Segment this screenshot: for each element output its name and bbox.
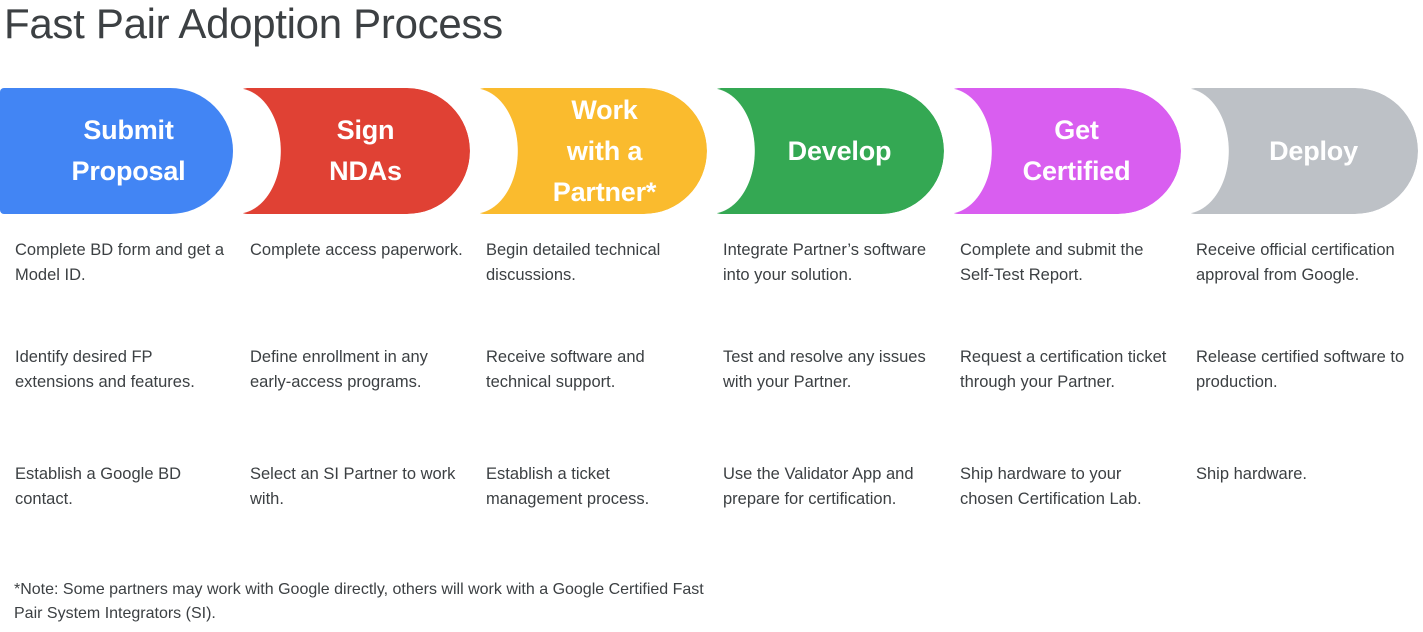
list-item: Test and resolve any issues with your Pa… bbox=[723, 345, 938, 394]
stage-chevron-deploy[interactable]: Deploy bbox=[1185, 88, 1418, 214]
list-item: Complete and submit the Self-Test Report… bbox=[960, 238, 1175, 287]
detail-text: Define enrollment in any early-access pr… bbox=[250, 348, 428, 391]
detail-text: Ship hardware to your chosen Certificati… bbox=[960, 465, 1142, 508]
detail-text: Receive software and technical support. bbox=[486, 348, 645, 391]
footnote-text: *Note: Some partners may work with Googl… bbox=[14, 581, 704, 622]
list-item: Begin detailed technical discussions. bbox=[486, 238, 701, 287]
list-item: Establish a ticket management process. bbox=[486, 462, 701, 511]
list-item: Define enrollment in any early-access pr… bbox=[250, 345, 465, 394]
detail-text: Ship hardware. bbox=[1196, 465, 1307, 483]
detail-text: Begin detailed technical discussions. bbox=[486, 241, 661, 284]
detail-text: Integrate Partner’s software into your s… bbox=[723, 241, 926, 284]
chevron-shape bbox=[0, 88, 233, 214]
detail-text: Release certified software to production… bbox=[1196, 348, 1405, 391]
detail-text: Use the Validator App and prepare for ce… bbox=[723, 465, 914, 508]
detail-text: Select an SI Partner to work with. bbox=[250, 465, 456, 508]
stage-label: Develop bbox=[787, 135, 892, 166]
list-item: Ship hardware to your chosen Certificati… bbox=[960, 462, 1175, 511]
list-item: Use the Validator App and prepare for ce… bbox=[723, 462, 938, 511]
detail-text: Complete and submit the Self-Test Report… bbox=[960, 241, 1144, 284]
list-item: Request a certification ticket through y… bbox=[960, 345, 1175, 394]
chevron-shape bbox=[474, 88, 707, 214]
stage-label: Deploy bbox=[1269, 135, 1358, 166]
list-item: Complete access paperwork. bbox=[250, 238, 465, 263]
detail-text: Request a certification ticket through y… bbox=[960, 348, 1167, 391]
list-item: Receive official certification approval … bbox=[1196, 238, 1411, 287]
chevron-shape bbox=[948, 88, 1181, 214]
list-item: Complete BD form and get a Model ID. bbox=[15, 238, 230, 287]
list-item: Integrate Partner’s software into your s… bbox=[723, 238, 938, 287]
list-item: Release certified software to production… bbox=[1196, 345, 1411, 394]
stage-chevron-develop[interactable]: Develop bbox=[711, 88, 944, 214]
page-title: Fast Pair Adoption Process bbox=[4, 0, 503, 47]
list-item: Receive software and technical support. bbox=[486, 345, 701, 394]
list-item: Identify desired FP extensions and featu… bbox=[15, 345, 230, 394]
chevron-shape bbox=[237, 88, 470, 214]
detail-text: Test and resolve any issues with your Pa… bbox=[723, 348, 926, 391]
list-item: Select an SI Partner to work with. bbox=[250, 462, 465, 511]
detail-text: Identify desired FP extensions and featu… bbox=[15, 348, 195, 391]
detail-text: Establish a ticket management process. bbox=[486, 465, 650, 508]
detail-text: Complete BD form and get a Model ID. bbox=[15, 241, 225, 284]
chevron-shape bbox=[1185, 88, 1418, 214]
list-item: Establish a Google BD contact. bbox=[15, 462, 230, 511]
stage-detail-columns: Complete BD form and get a Model ID. Ide… bbox=[0, 238, 1423, 558]
chevron-shape bbox=[711, 88, 944, 214]
detail-text: Establish a Google BD contact. bbox=[15, 465, 182, 508]
detail-text: Complete access paperwork. bbox=[250, 241, 463, 259]
list-item: Ship hardware. bbox=[1196, 462, 1411, 487]
detail-text: Receive official certification approval … bbox=[1196, 241, 1395, 284]
